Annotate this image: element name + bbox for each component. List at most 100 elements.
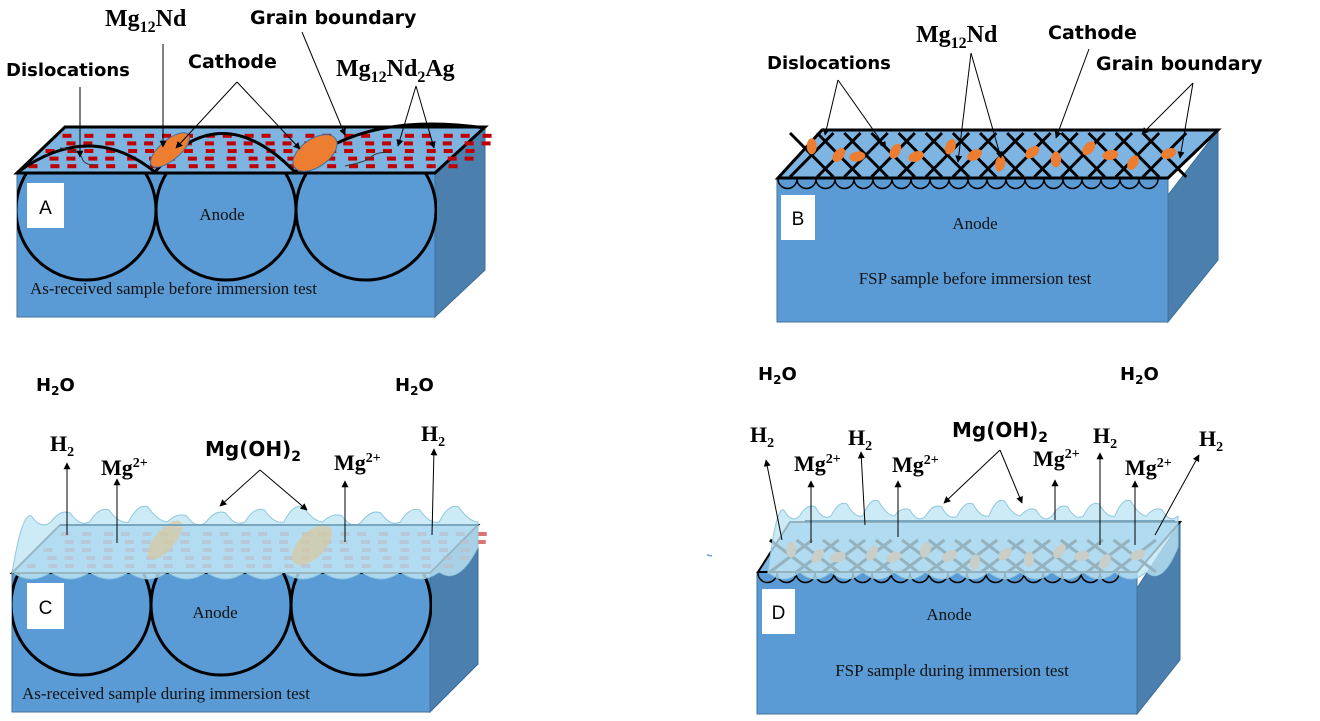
- precipitate-dash: [187, 156, 197, 161]
- precipitate-dash: [365, 164, 375, 169]
- panel-tag-box: [27, 183, 64, 228]
- panel-d: D Anode FSP sample during immersion test…: [750, 364, 1223, 716]
- block-front-face: [11, 572, 431, 713]
- cathode-particle: [1082, 141, 1096, 156]
- stray-mark: [706, 554, 713, 557]
- gas-arrow: [763, 459, 783, 541]
- anode-label: Anode: [952, 214, 997, 233]
- cathode-particle: [889, 143, 902, 159]
- pointer-line: [1054, 48, 1090, 139]
- precipitate-dash: [482, 133, 492, 138]
- label-h2o: H2O: [758, 364, 797, 387]
- precipitate-dash: [106, 133, 116, 138]
- precipitate-dash: [464, 141, 474, 146]
- label-cathode: Cathode: [188, 51, 277, 73]
- panel-caption: As-received sample during immersion test: [22, 684, 310, 703]
- fine-grain: [777, 178, 798, 190]
- precipitate-dash: [226, 156, 236, 161]
- precipitate-dash: [442, 141, 452, 146]
- fine-grain: [986, 178, 1007, 190]
- precipitate-dash: [127, 156, 137, 161]
- label-h2o: H2O: [36, 375, 75, 398]
- grain-circle: [289, 573, 432, 677]
- panel-tag: B: [792, 209, 805, 230]
- pointer-line: [259, 469, 308, 511]
- precipitate-dash: [266, 164, 276, 169]
- panel-caption: FSP sample during immersion test: [835, 661, 1069, 680]
- label-h2: H2: [750, 422, 774, 451]
- precipitate-dash: [464, 156, 474, 161]
- fine-grain: [834, 178, 855, 190]
- pointer-line: [415, 85, 436, 149]
- panel-tag-box: [762, 589, 795, 634]
- label-h2o: H2O: [1120, 364, 1159, 387]
- precipitate-dash: [261, 133, 271, 138]
- precipitate-dash: [188, 164, 198, 169]
- precipitate-dash: [249, 164, 259, 169]
- label-mg2plus: Mg2+: [892, 452, 939, 477]
- pointer-line: [837, 79, 887, 149]
- precipitate-dash: [83, 141, 93, 146]
- precipitate-dash: [227, 149, 237, 153]
- precipitate-dash: [460, 133, 470, 138]
- precipitate-dash: [106, 164, 116, 169]
- cathode-particle-covered: [147, 520, 183, 560]
- panel-tag: C: [39, 598, 53, 619]
- precipitate-dash: [204, 141, 214, 146]
- precipitate-dash: [426, 164, 436, 169]
- panel-b: B Anode FSP sample before immersion test…: [767, 22, 1263, 324]
- pointer-line: [970, 52, 1003, 159]
- precipitate-dash: [66, 141, 76, 146]
- precipitate-dash: [84, 133, 94, 138]
- cathode-particle: [832, 148, 846, 162]
- precipitate-dash: [403, 156, 413, 161]
- fine-grain: [796, 178, 817, 190]
- precipitate-dash: [448, 164, 458, 169]
- grain-boundary-arc: [17, 144, 156, 174]
- precipitate-dash: [387, 164, 397, 169]
- cathode-particle: [1102, 149, 1119, 161]
- fine-grain-mesh: [788, 131, 1188, 179]
- precipitate-dash: [305, 133, 315, 138]
- fine-grain: [967, 178, 988, 190]
- cathode-particle: [1025, 145, 1040, 159]
- fine-grain: [1062, 178, 1083, 190]
- precipitate-dash: [243, 141, 253, 146]
- label-h2: H2: [848, 425, 872, 454]
- cathode-particle: [967, 149, 982, 161]
- precipitate-dash: [128, 149, 138, 153]
- precipitate-dash: [425, 156, 435, 161]
- panel-tag: A: [39, 198, 52, 219]
- pointer-line: [823, 79, 839, 136]
- fine-grain: [1043, 178, 1064, 190]
- precipitate-dash: [326, 156, 336, 161]
- precipitate-dash: [45, 149, 55, 153]
- precipitate-dash: [50, 164, 60, 169]
- precipitate-dash: [244, 133, 254, 138]
- block-front-face: [756, 571, 1138, 715]
- label-grain-boundary: Grain boundary: [1096, 53, 1263, 75]
- precipitate-dash: [282, 141, 292, 146]
- fine-grain: [1024, 178, 1045, 190]
- fine-grain: [891, 178, 912, 190]
- fine-grain: [948, 178, 969, 190]
- precipitate-dash: [465, 149, 475, 153]
- precipitate-dash: [106, 149, 116, 153]
- precipitate-dash: [383, 133, 393, 138]
- precipitate-dash: [145, 149, 155, 153]
- precipitate-dash: [366, 149, 376, 153]
- label-h2o: H2O: [395, 375, 434, 398]
- label-mg-oh2: Mg(OH)2: [205, 437, 301, 465]
- label-h2: H2: [421, 421, 445, 450]
- pointer-line: [943, 449, 1001, 504]
- panel-tag: D: [772, 603, 786, 624]
- fine-grain-row: [777, 178, 1159, 190]
- gas-arrow: [430, 448, 438, 536]
- cathode-particle-covered: [292, 525, 332, 565]
- fine-grain: [1138, 178, 1159, 190]
- fine-grain: [1005, 178, 1026, 190]
- precipitate-dash: [84, 149, 94, 153]
- precipitate-dash: [477, 532, 487, 536]
- cathode-particle: [945, 139, 956, 155]
